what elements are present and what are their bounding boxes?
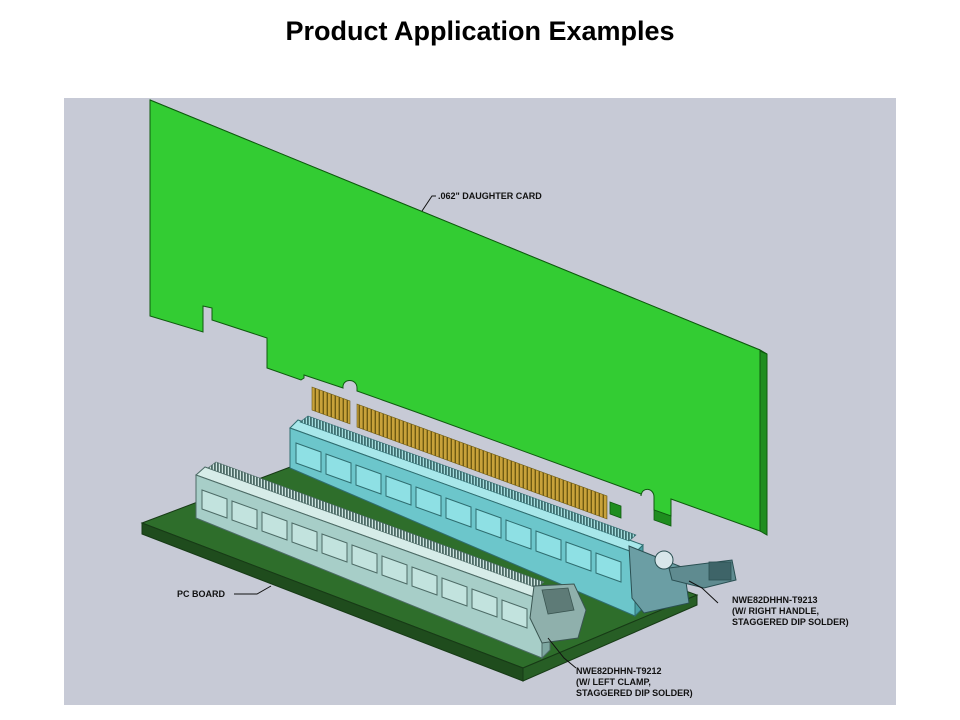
left-connector (195, 461, 587, 660)
daughter-card-label: .062" DAUGHTER CARD (438, 191, 542, 201)
left-connector-part-label: NWE82DHHN-T9212 (576, 666, 662, 676)
left-connector-detail-label: (W/ LEFT CLAMP, (576, 677, 651, 687)
right-connector-part-label: NWE82DHHN-T9213 (732, 595, 818, 605)
right-connector-detail-label: (W/ RIGHT HANDLE, (732, 606, 819, 616)
right-connector (289, 415, 737, 618)
left-connector-detail2-label: STAGGERED DIP SOLDER) (576, 688, 693, 698)
pc-board-label: PC BOARD (177, 589, 226, 599)
callout-leaders (234, 195, 719, 669)
right-connector-detail2-label: STAGGERED DIP SOLDER) (732, 617, 849, 627)
page-title: Product Application Examples (285, 16, 675, 46)
daughter-card (149, 99, 768, 536)
connector-assembly-figure: .062" DAUGHTER CARD PC BOARD NWE82DHHN-T… (64, 98, 896, 705)
